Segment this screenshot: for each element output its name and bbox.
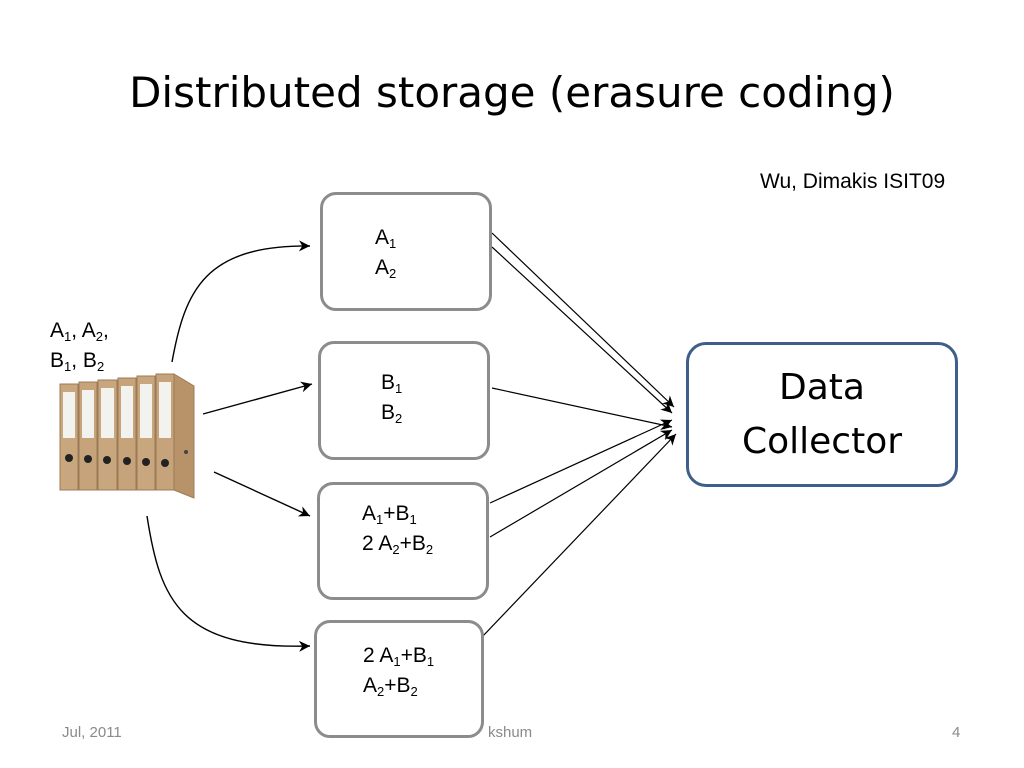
data-collector-box: Data Collector — [686, 342, 958, 487]
arrow-node2-to-collector — [491, 387, 673, 431]
storage-node-4: 2 A1+B1 A2+B2 — [314, 620, 484, 738]
source-label-line1: A1, A2, — [50, 319, 109, 344]
node3-text: A1+B1 2 A2+B2 — [362, 499, 433, 559]
storage-node-2: B1 B2 — [318, 341, 490, 460]
storage-node-1: A1 A2 — [320, 192, 492, 311]
arrow-node3-to-collector-a — [489, 419, 673, 504]
citation: Wu, Dimakis ISIT09 — [760, 170, 946, 193]
node3-line2: 2 A2+B2 — [362, 532, 434, 557]
arrow-source-to-node2 — [202, 381, 313, 415]
node4-line1: 2 A1+B1 — [363, 644, 435, 669]
arrow-node3-to-collector-b — [489, 429, 673, 538]
node4-text: 2 A1+B1 A2+B2 — [363, 641, 434, 701]
arrow-source-to-node3 — [213, 471, 311, 517]
arrow-node1-to-collector-a — [491, 232, 675, 408]
node1-text: A1 A2 — [375, 223, 396, 283]
collector-line1: Data — [779, 366, 865, 408]
node2-line1: B1 — [381, 371, 403, 396]
node2-text: B1 B2 — [381, 368, 402, 428]
source-label-line2: B1, B2 — [50, 349, 105, 374]
arrow-source-to-node4 — [146, 515, 311, 652]
node1-line1: A1 — [375, 226, 397, 251]
node3-line1: A1+B1 — [362, 502, 417, 527]
slide-title: Distributed storage (erasure coding) — [129, 68, 895, 117]
node4-line2: A2+B2 — [363, 674, 418, 699]
arrow-node1-to-collector-b — [491, 246, 673, 414]
storage-node-3: A1+B1 2 A2+B2 — [317, 482, 489, 600]
arrow-node4-to-collector — [481, 433, 677, 638]
collector-line2: Collector — [741, 420, 903, 462]
node2-line2: B2 — [381, 401, 403, 426]
node1-line2: A2 — [375, 256, 397, 281]
footer-author: kshum — [488, 724, 533, 741]
arrow-source-to-node1 — [171, 240, 311, 363]
footer-page-number: 4 — [952, 724, 961, 741]
footer-date: Jul, 2011 — [62, 724, 122, 741]
source-label: A1, A2, B1, B2 — [50, 316, 109, 376]
